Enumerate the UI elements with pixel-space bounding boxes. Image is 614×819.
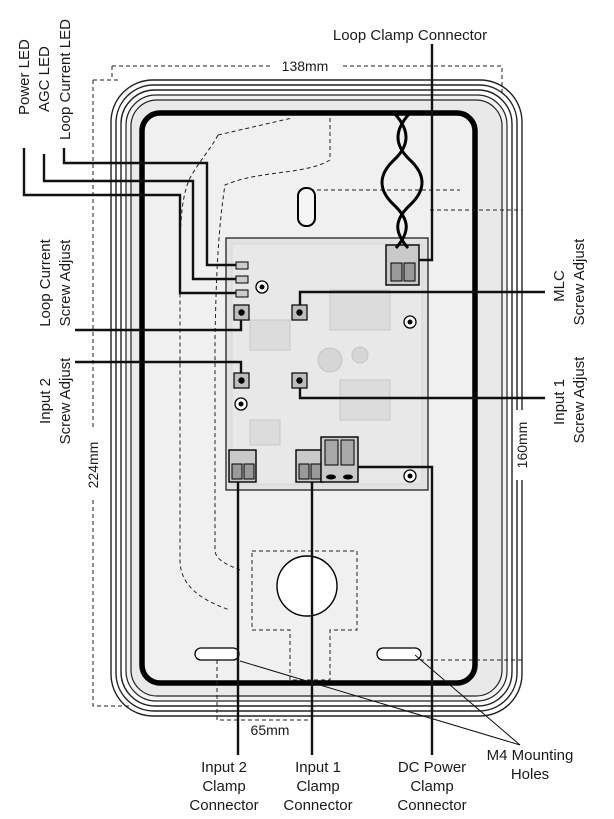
loop-current-screw-adjust-label-1: Loop Current — [37, 238, 54, 326]
input2-screw-adjust-label-1: Input 2 — [37, 378, 54, 424]
dimension-width-label: 138mm — [282, 58, 329, 74]
input2-screw-adjust-label-2: Screw Adjust — [57, 357, 74, 445]
top-slot — [297, 187, 316, 227]
cable-channel-outline — [179, 117, 331, 611]
mlc-screw-adjust-label-1: MLC — [551, 270, 568, 302]
status-leds — [235, 261, 249, 298]
dc-power-clamp-label-1: DC Power — [398, 759, 466, 776]
input1-clamp-label-1: Input 1 — [295, 759, 341, 776]
dimension-labels: 138mm 224mm 160mm 65mm — [84, 58, 531, 738]
input2-clamp-label-1: Input 2 — [201, 759, 247, 776]
leader-lines — [22, 44, 545, 755]
input2-clamp-label-3: Connector — [189, 797, 258, 814]
loop-current-led-label: Loop Current LED — [57, 19, 74, 140]
dimension-height-right-label: 160mm — [514, 422, 530, 469]
m4-mounting-holes-label-1: M4 Mounting — [487, 747, 574, 764]
input2-clamp-label-2: Clamp — [202, 778, 245, 795]
input1-clamp-label-2: Clamp — [296, 778, 339, 795]
dimension-hole-spacing-label: 65mm — [251, 722, 290, 738]
power-led-label: Power LED — [16, 39, 33, 115]
input1-screw-adjust-label-1: Input 1 — [551, 379, 568, 425]
m4-mounting-slots — [194, 647, 422, 661]
m4-mounting-holes-label-2: Holes — [511, 766, 549, 783]
loop-clamp-connector-label: Loop Clamp Connector — [333, 27, 487, 44]
mlc-screw-adjust-label-2: Screw Adjust — [571, 238, 588, 326]
text-labels: Loop Clamp Connector Power LED AGC LED L… — [16, 19, 588, 814]
agc-led-label: AGC LED — [36, 46, 53, 112]
cable-entry — [251, 550, 358, 681]
dc-power-clamp-label-2: Clamp — [410, 778, 453, 795]
loop-wire-twisted — [380, 111, 424, 249]
input1-clamp-label-3: Connector — [283, 797, 352, 814]
board-mounting-holes — [234, 280, 417, 483]
input1-screw-adjust-label-2: Screw Adjust — [571, 356, 588, 444]
dc-power-clamp-label-3: Connector — [397, 797, 466, 814]
terminal-blocks — [228, 244, 420, 483]
loop-current-screw-adjust-label-2: Screw Adjust — [57, 239, 74, 327]
dimension-height-left-label: 224mm — [85, 442, 101, 489]
